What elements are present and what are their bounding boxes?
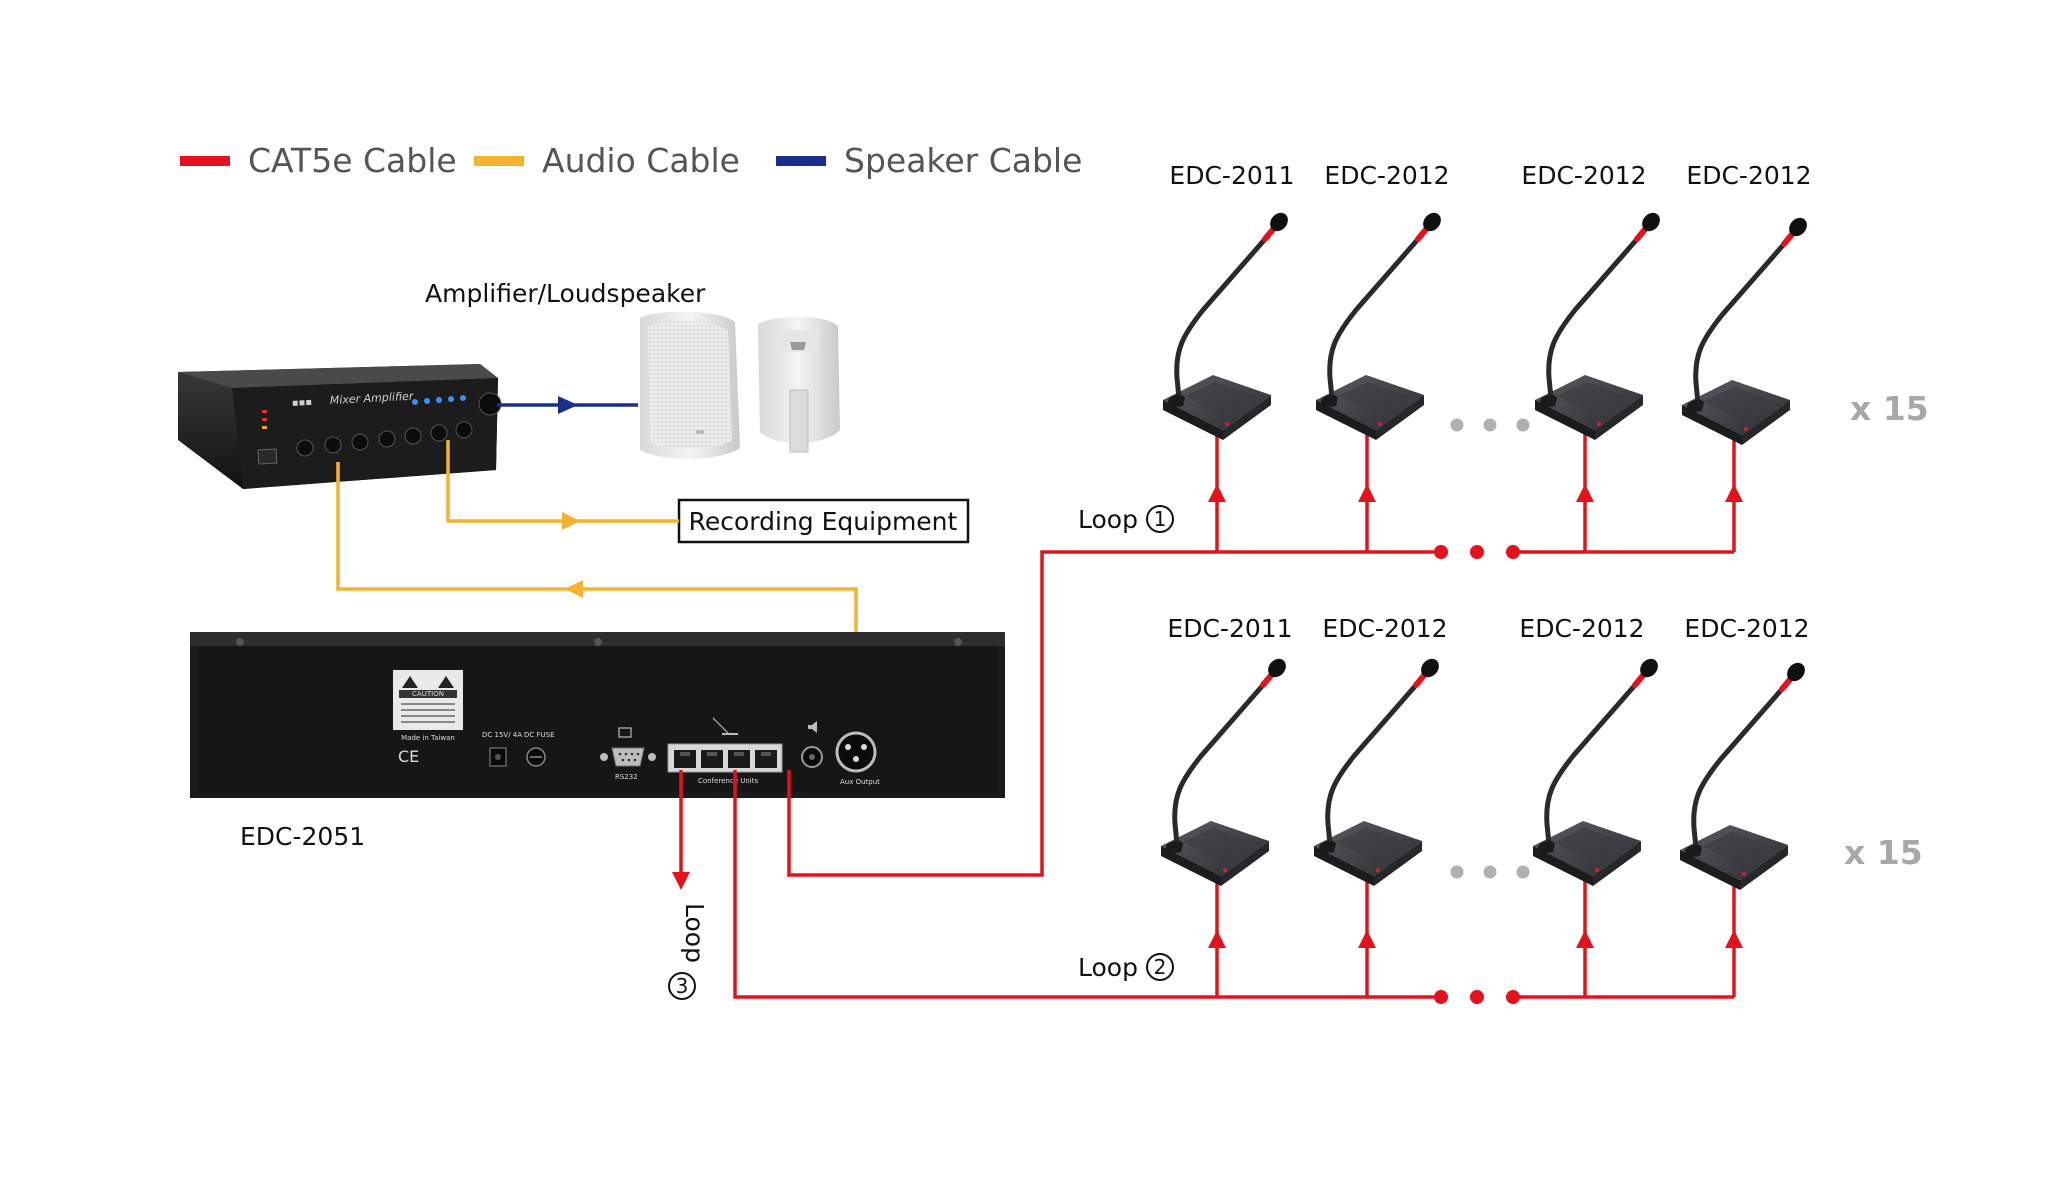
gooseneck-microphone-icon [1682,214,1811,445]
legend-cat5e-label: CAT5e Cable [248,141,457,180]
unit-label: EDC-2011 [1167,614,1292,643]
speaker-symbol-icon [808,721,817,733]
loop2-units: EDC-2011 EDC-2012 EDC-2012 EDC-2012 x 15 [1161,614,1923,890]
wall-speaker-icon [758,316,840,453]
amp-led-row [412,395,466,405]
loop3-number: 3 [676,974,689,998]
loop3-number-badge: 3 [668,972,696,1000]
controller-unit-icon: CAUTION Made in Taiwan CE DC 15V/ 4A DC … [190,632,1005,798]
loop2-number-badge [1146,953,1174,981]
loop1-units: EDC-2011 EDC-2012 EDC-2012 EDC-2012 x 15 [1163,161,1929,445]
legend-audio: Audio Cable [474,141,740,180]
legend-cat5e: CAT5e Cable [180,141,457,180]
gooseneck-microphone-icon [1314,655,1443,886]
cat5e-loop1-cable [787,550,1734,877]
unit-label: EDC-2012 [1686,161,1811,190]
audio-swatch [474,156,524,166]
xlr-output-icon [835,731,877,773]
unit-label: EDC-2012 [1521,161,1646,190]
unit-label: EDC-2012 [1519,614,1644,643]
cat5e-swatch [180,156,230,166]
recording-equipment-label: Recording Equipment [689,507,958,536]
legend: CAT5e Cable Audio Cable Speaker Cable [180,141,1082,180]
loop2-ellipsis [1434,990,1520,1004]
cat5e-loop3-cable [672,770,690,890]
svg-text:▪▪▪: ▪▪▪ [292,397,313,409]
unit-label: EDC-2012 [1684,614,1809,643]
loop1-number-badge [1146,505,1174,533]
rs232-port-icon [600,727,656,767]
dc-in-text: DC 15V/ 4A [482,731,522,739]
loop1-more-units-ellipsis [1450,418,1530,432]
amp-status-leds [262,410,267,429]
dc-fuse-text: DC FUSE [524,731,555,739]
loop2-more-units-ellipsis [1450,865,1530,879]
amp-knobs [296,392,502,457]
loop2-count: x 15 [1844,833,1923,872]
loop3-text: Loop [680,903,709,963]
controller-label: EDC-2051 [240,822,365,851]
legend-speaker: Speaker Cable [776,141,1082,180]
gooseneck-microphone-icon [1535,209,1664,440]
caution-label: CAUTION [393,670,463,730]
gooseneck-microphone-icon [1316,209,1445,440]
gooseneck-microphone-icon [1163,209,1292,440]
speaker-swatch [776,156,826,166]
gooseneck-microphone-icon [1680,659,1809,890]
amplifier-label: Amplifier/Loudspeaker [425,279,706,308]
loop1-text: Loop [1078,505,1138,534]
loop2-drops [1208,878,1743,997]
loop1-drops [1208,432,1743,552]
recording-equipment-box: Recording Equipment [677,498,970,544]
legend-speaker-label: Speaker Cable [844,141,1082,180]
caution-text: CAUTION [412,690,444,698]
audio-cable-recording [446,440,679,530]
rs232-text: RS232 [615,773,638,781]
amplifier-panel-text: Mixer Amplifier [329,390,415,407]
loop2-label: Loop 2 [1078,953,1174,982]
loop1-ellipsis [1434,545,1520,559]
loop3-label: Loop [680,903,709,963]
loop1-label: Loop 1 [1078,505,1174,534]
mixer-amplifier-icon: ▪▪▪ Mixer Amplifier [178,364,502,489]
gooseneck-microphone-icon [1533,655,1662,886]
unit-label: EDC-2011 [1169,161,1294,190]
mic-symbol-icon [712,717,738,735]
unit-label: EDC-2012 [1324,161,1449,190]
unit-label: EDC-2012 [1322,614,1447,643]
cat5e-loop2-cable [733,770,1734,999]
made-in-text: Made in Taiwan [401,734,455,742]
loop2-text: Loop [1078,953,1138,982]
loop1-count: x 15 [1850,389,1929,428]
conference-unit-ports [667,743,783,773]
aux-output-text: Aux Output [840,778,880,786]
loop1-number: 1 [1154,507,1167,531]
legend-audio-label: Audio Cable [542,141,740,180]
gooseneck-microphone-icon [1161,655,1290,886]
speaker-cable [497,396,638,414]
ce-mark-icon: CE [398,747,419,766]
wall-speaker-icon [640,311,740,459]
conference-units-text: Conference Units [698,777,758,785]
loop2-number: 2 [1154,955,1167,979]
